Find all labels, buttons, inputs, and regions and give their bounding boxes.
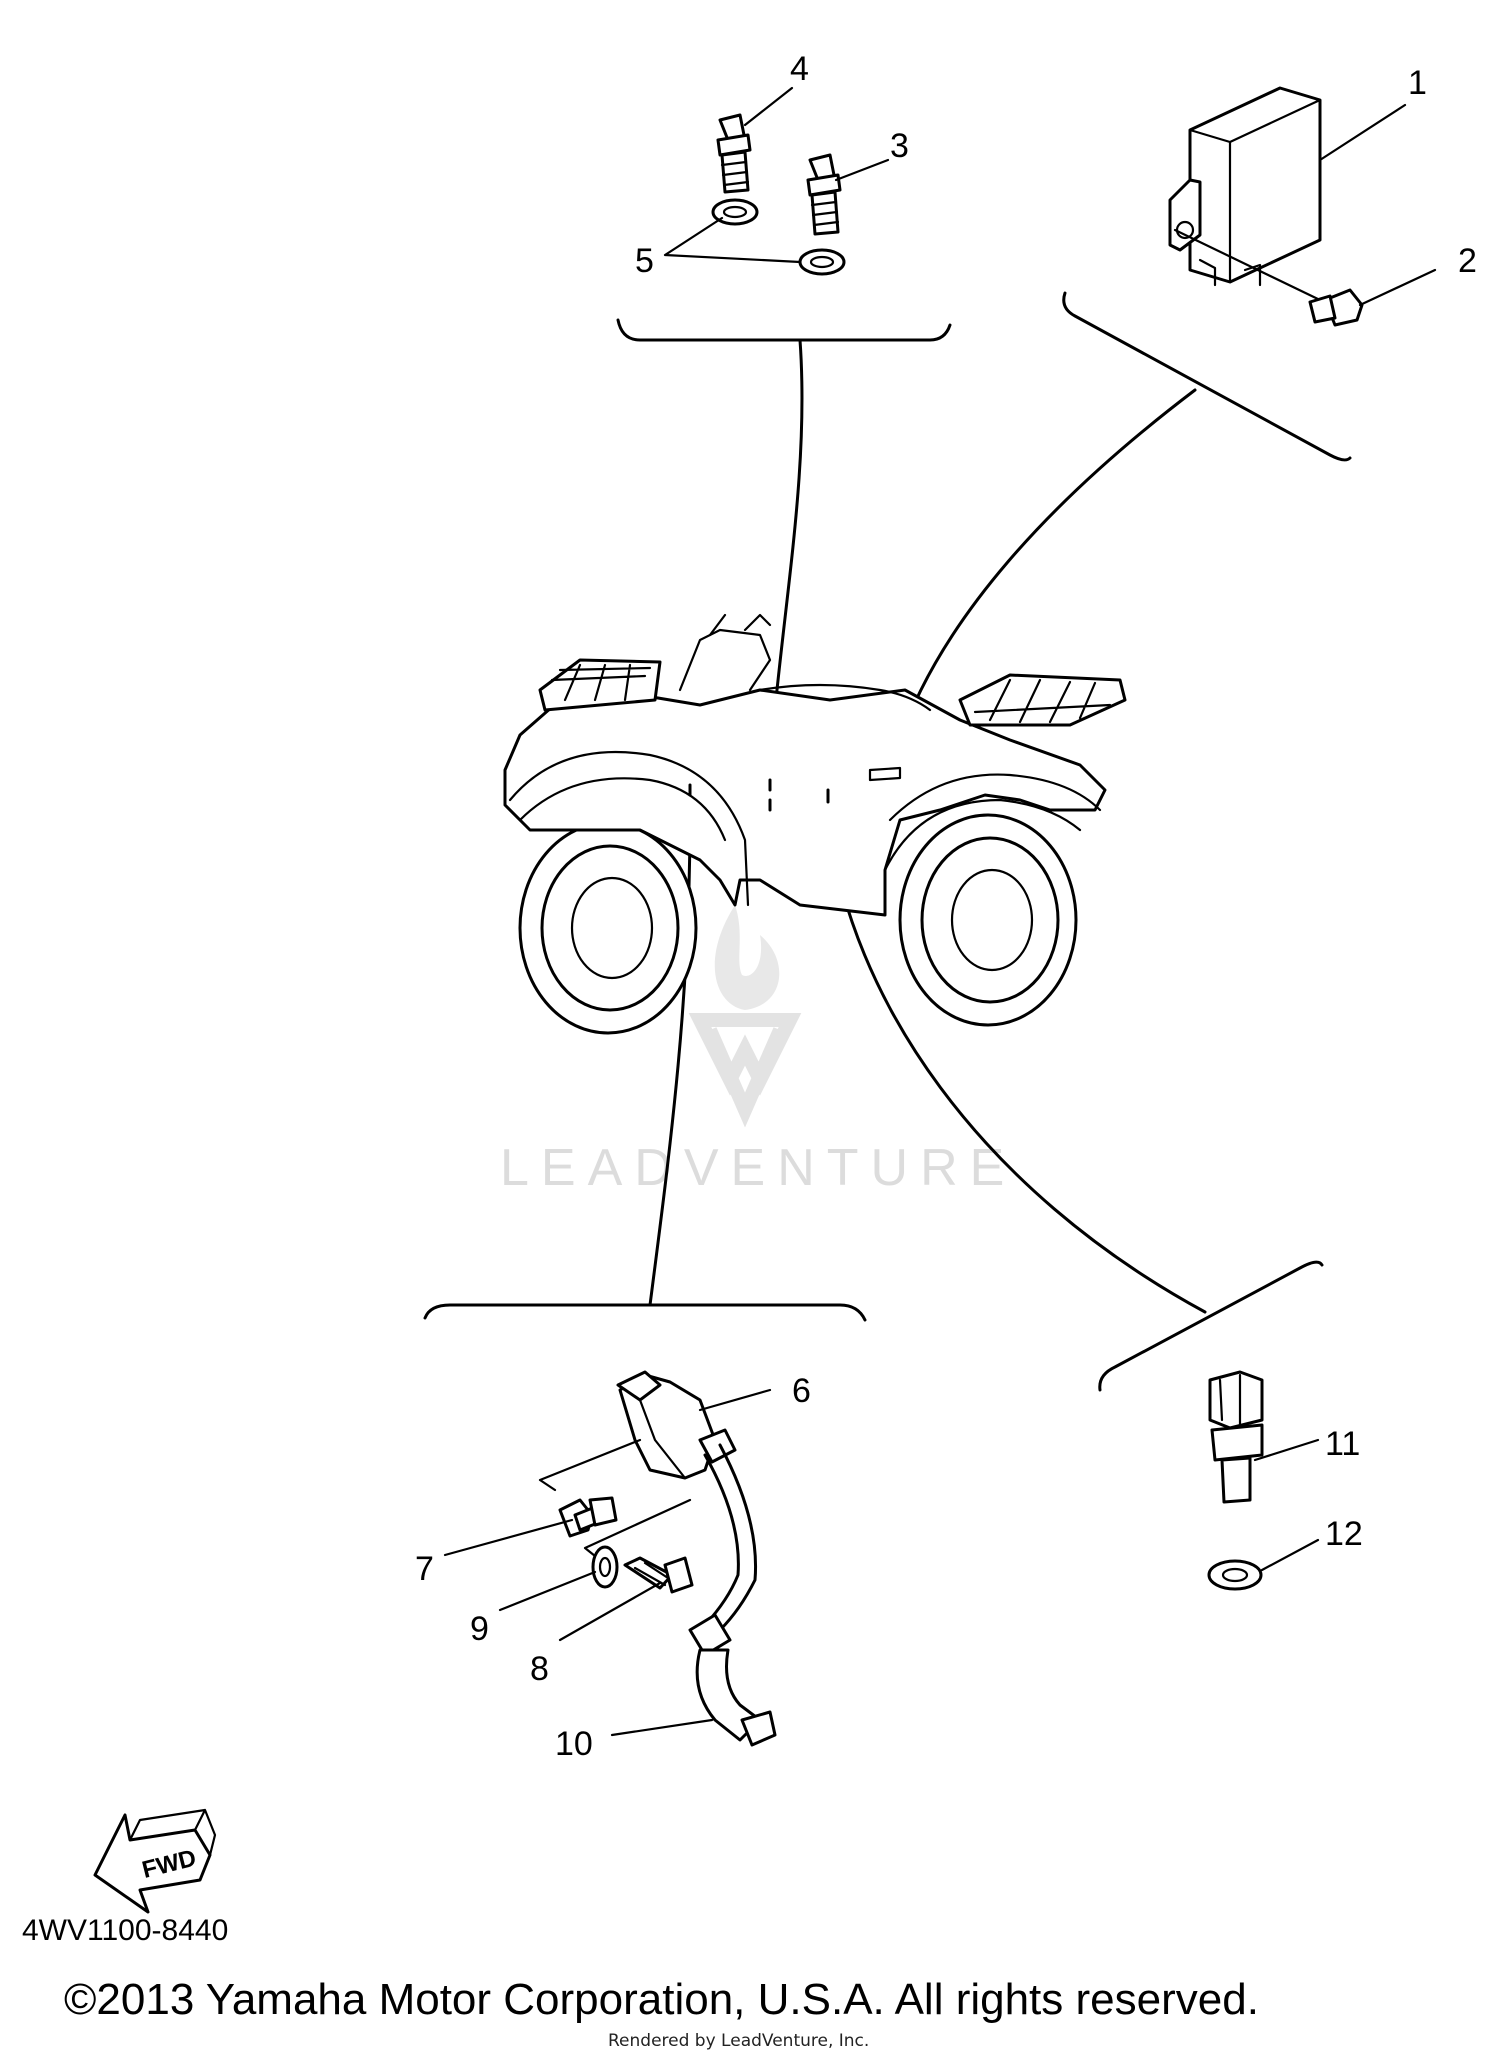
part-bolt-7 — [558, 1496, 618, 1538]
watermark-text: LEADVENTURE — [500, 1139, 1016, 1197]
callout-3: 3 — [890, 127, 909, 165]
callout-7: 7 — [415, 1550, 434, 1588]
part-washer-9 — [591, 1545, 619, 1589]
part-plug-cap-10 — [688, 1613, 777, 1747]
callout-5: 5 — [635, 242, 654, 280]
part-cdi-unit — [1168, 86, 1322, 287]
callout-leaders — [443, 86, 1437, 1737]
copyright-notice: ©2013 Yamaha Motor Corporation, U.S.A. A… — [64, 1975, 1259, 2024]
callout-1: 1 — [1408, 64, 1427, 102]
part-bolt-2 — [1173, 228, 1364, 327]
callout-labels: 1 2 3 4 5 6 7 9 8 10 11 12 — [415, 50, 1477, 1763]
callout-8: 8 — [530, 1650, 549, 1688]
part-bolt-4 — [716, 113, 752, 194]
fwd-arrow-icon: FWD — [93, 1808, 217, 1914]
callout-4: 4 — [790, 50, 809, 88]
part-thermo-switch — [1208, 1370, 1264, 1504]
group-brackets — [423, 291, 1352, 1392]
diagram-code: 4WV1100-8440 — [22, 1914, 229, 1947]
leadventure-watermark: LEADVENTURE — [500, 905, 1016, 1197]
callout-9: 9 — [470, 1610, 489, 1648]
rendered-by-note: Rendered by LeadVenture, Inc. — [608, 2031, 870, 2051]
part-bolt-8 — [623, 1556, 694, 1594]
part-gasket-12 — [1207, 1559, 1263, 1591]
callout-2: 2 — [1458, 242, 1477, 280]
part-mount-guides — [538, 1438, 692, 1562]
part-lead-wire — [703, 1443, 758, 1632]
part-bolt-3 — [806, 153, 842, 236]
atv-illustration — [503, 613, 1127, 1035]
part-ignition-coil — [616, 1370, 737, 1480]
callout-10: 10 — [555, 1725, 593, 1763]
callout-6: 6 — [792, 1372, 811, 1410]
callout-12: 12 — [1325, 1515, 1363, 1553]
callout-11: 11 — [1325, 1425, 1360, 1463]
